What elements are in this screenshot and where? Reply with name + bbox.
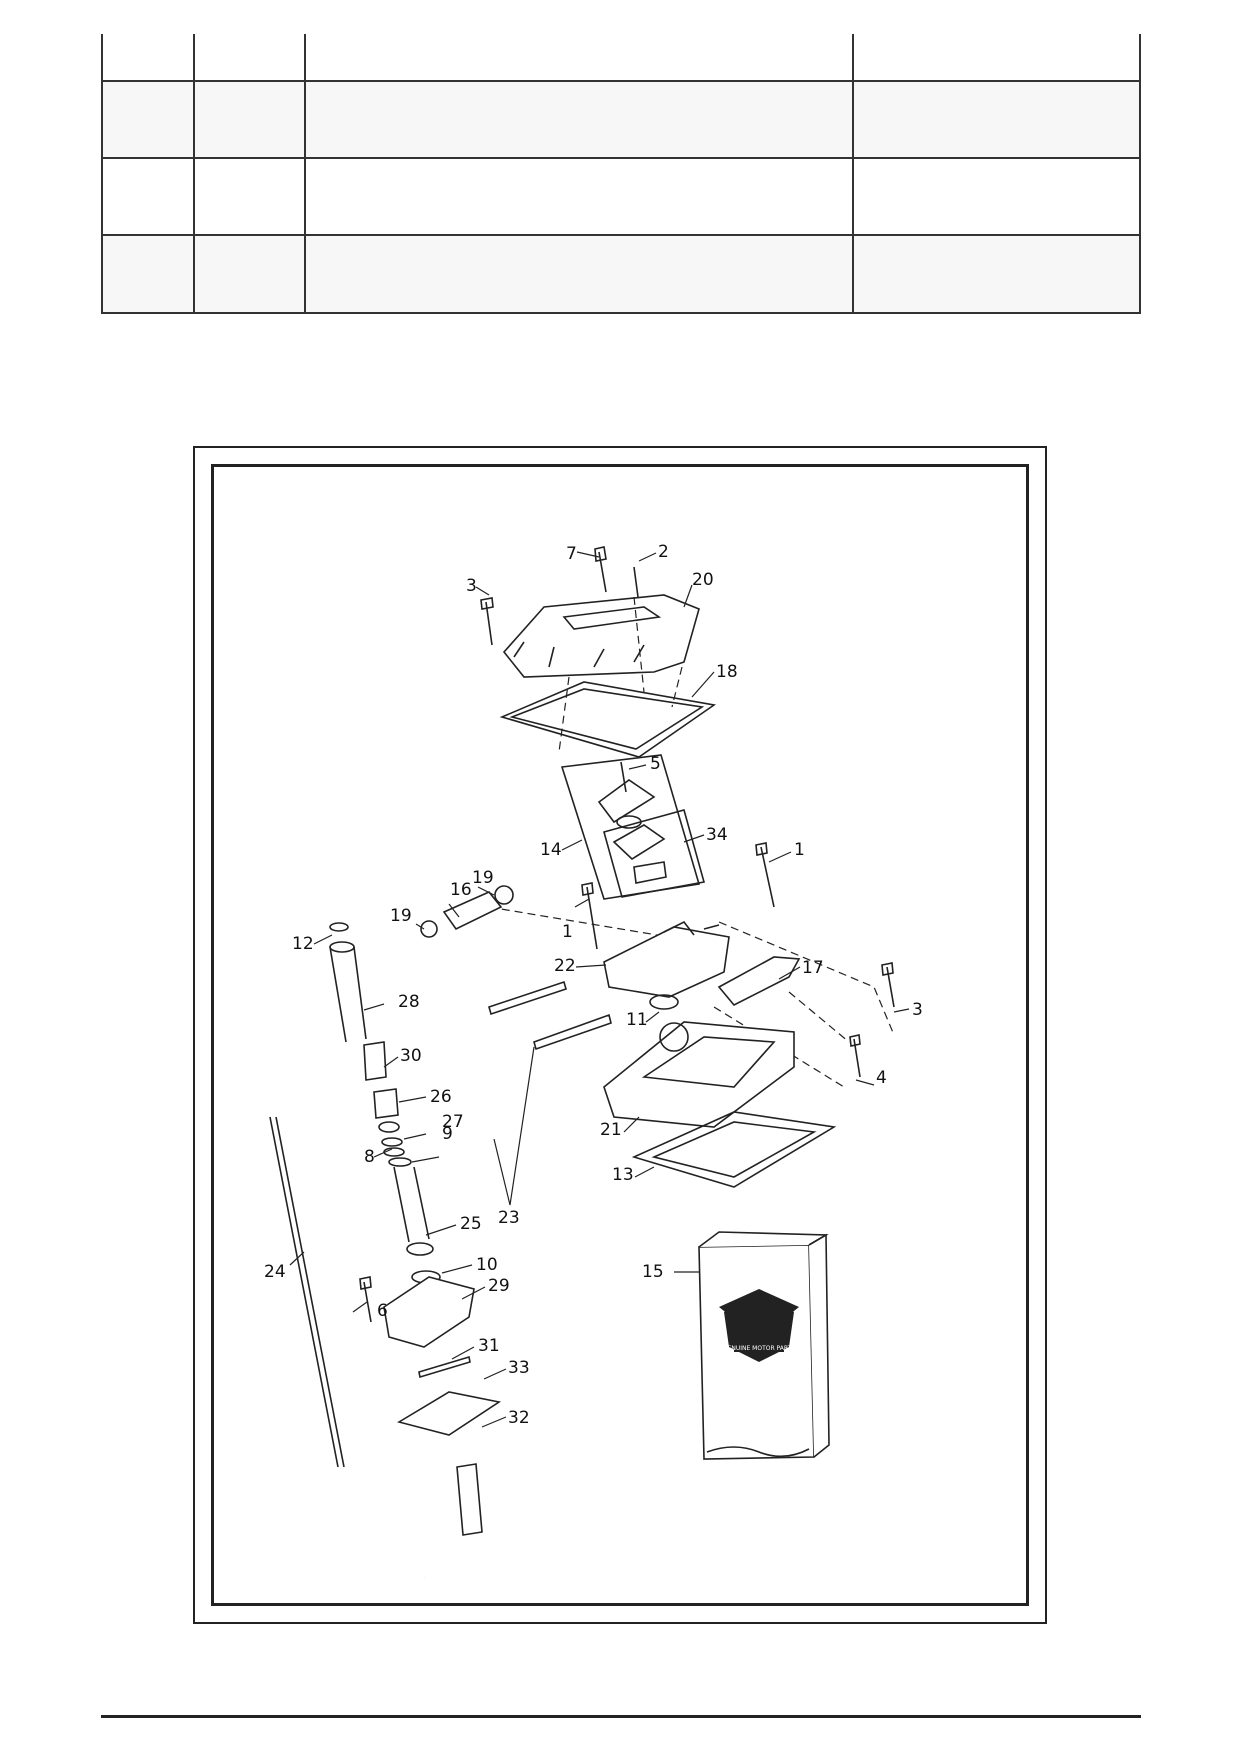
callout-19b: 19 (390, 906, 412, 926)
callout-30: 30 (400, 1046, 422, 1066)
callout-17: 17 (802, 958, 824, 978)
callout-23: 23 (498, 1208, 520, 1228)
parts-diagram-frame: GENUINE MOTOR PARTS (193, 446, 1047, 1624)
callout-2: 2 (658, 542, 669, 562)
callout-13: 13 (612, 1165, 634, 1185)
callout-8: 8 (364, 1147, 375, 1167)
callout-16: 16 (450, 880, 472, 900)
genuine-motor-parts-logo: GENUINE MOTOR PARTS (719, 1289, 799, 1362)
table-row-divider (103, 157, 1139, 159)
callout-26: 26 (430, 1087, 452, 1107)
callout-21: 21 (600, 1120, 622, 1140)
callout-3b: 3 (912, 1000, 923, 1020)
callout-5: 5 (650, 754, 661, 774)
callout-1a: 1 (562, 922, 573, 942)
callout-27: 27 (442, 1112, 464, 1132)
callout-15: 15 (642, 1262, 664, 1282)
footer-rule (101, 1715, 1141, 1718)
callout-25: 25 (460, 1214, 482, 1234)
callout-4: 4 (876, 1068, 887, 1088)
callout-6: 6 (377, 1301, 388, 1321)
callout-11: 11 (626, 1010, 648, 1030)
table-row (103, 235, 1139, 312)
exploded-view-drawing: GENUINE MOTOR PARTS (264, 542, 923, 1536)
callout-31: 31 (478, 1336, 500, 1356)
callout-14: 14 (540, 840, 562, 860)
parts-diagram: GENUINE MOTOR PARTS (211, 464, 1029, 1606)
table-row-divider (103, 234, 1139, 236)
callout-28: 28 (398, 992, 420, 1012)
table-column-divider (304, 34, 306, 312)
callout-24: 24 (264, 1262, 286, 1282)
callout-1b: 1 (794, 840, 805, 860)
callout-34: 34 (706, 825, 728, 845)
callout-7: 7 (566, 544, 577, 564)
callout-9: 9 (442, 1124, 453, 1144)
table-row-divider (103, 80, 1139, 82)
parts-table-fragment (101, 34, 1141, 314)
callout-20: 20 (692, 570, 714, 590)
svg-text:GENUINE MOTOR PARTS: GENUINE MOTOR PARTS (723, 1345, 795, 1352)
callout-3a: 3 (466, 576, 477, 596)
callout-29: 29 (488, 1276, 510, 1296)
callout-12: 12 (292, 934, 314, 954)
table-column-divider (193, 34, 195, 312)
callout-33: 33 (508, 1358, 530, 1378)
table-column-divider (852, 34, 854, 312)
callout-19a: 19 (472, 868, 494, 888)
callout-10: 10 (476, 1255, 498, 1275)
callout-22: 22 (554, 956, 576, 976)
callout-18: 18 (716, 662, 738, 682)
table-row (103, 82, 1139, 158)
callout-32: 32 (508, 1408, 530, 1428)
